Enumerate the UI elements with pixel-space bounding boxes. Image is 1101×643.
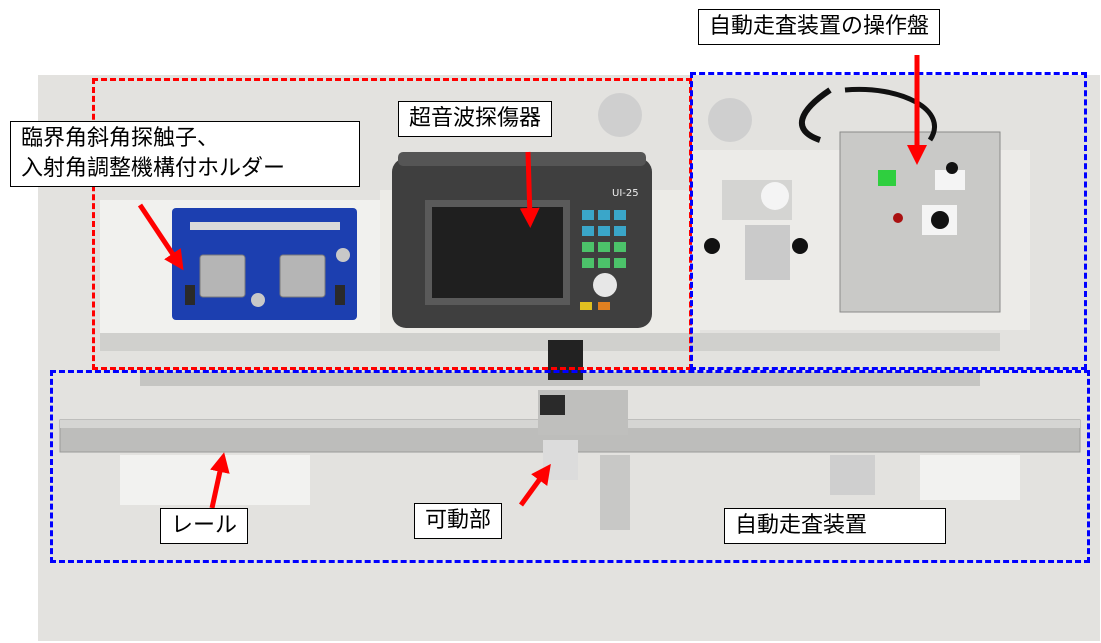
flaw-detector-handle (398, 152, 646, 166)
rail-support (920, 455, 1020, 500)
knob (761, 182, 789, 210)
knob (704, 238, 720, 254)
toggle-knob (946, 162, 958, 174)
keypad (580, 210, 626, 310)
clamp-part (745, 225, 790, 280)
auto-scanner-group-outline (50, 370, 1090, 563)
small-part (185, 285, 195, 305)
mount-disc (708, 98, 752, 142)
knob (336, 248, 350, 262)
rail-clamp (830, 455, 875, 495)
probe-holder (279, 254, 326, 298)
probe-holder-label-line1: 臨界角斜角探触子、 (21, 126, 220, 151)
knob (251, 293, 265, 307)
flaw-detector-label: 超音波探傷器 (398, 101, 553, 137)
arrow-to-rail (209, 452, 230, 509)
arrow-to-flaw-detector (519, 151, 540, 228)
control-panel-label: 自動走査装置の操作盤 (698, 9, 941, 45)
small-part (335, 285, 345, 305)
probe-holder-label-line2: 入射角調整機構付ホルダー (21, 156, 286, 181)
probe-bar (190, 222, 340, 230)
control-panel-group-outline (690, 72, 1087, 370)
rail-leg (600, 455, 630, 530)
mount-disc (598, 93, 642, 137)
rail-label: レール (160, 508, 249, 544)
cable (798, 87, 832, 143)
green-button (878, 170, 896, 186)
probe-holder (199, 254, 246, 298)
dial-knob (931, 211, 949, 229)
carriage-top (548, 340, 583, 380)
carriage-motor (540, 395, 565, 415)
movable-part-label: 可動部 (414, 503, 503, 539)
switch-plate (935, 170, 965, 190)
arrow-to-probe-holder (137, 203, 184, 271)
probe-holder-label: 臨界角斜角探触子、 入射角調整機構付ホルダー (10, 121, 360, 187)
knob (792, 238, 808, 254)
flaw-detector-screen (432, 207, 563, 298)
indicator (893, 213, 903, 223)
arrow-to-movable-part (518, 463, 551, 507)
device-model-text: UI-25 (612, 188, 639, 199)
auto-scanner-label: 自動走査装置 (724, 508, 946, 544)
